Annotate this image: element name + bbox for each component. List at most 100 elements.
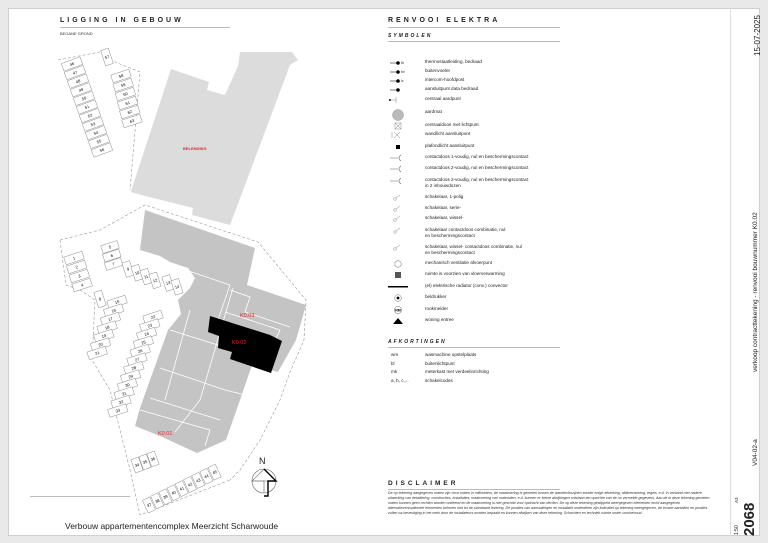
storage-unit: 8 <box>93 289 107 309</box>
storage-unit: 21 <box>86 346 108 360</box>
floor-plan: 4647484950515253545556585960616263571234… <box>57 47 307 516</box>
legend-label: contactdoos 2-voudig, nul en bescherming… <box>425 177 529 188</box>
divider <box>388 489 560 490</box>
abbreviation-label: buitenlichtpunt <box>425 360 455 366</box>
storage-unit: 6 <box>102 248 122 263</box>
abbreviation-label: schakelcodes <box>425 378 453 384</box>
storage-unit: 56 <box>90 142 114 158</box>
storage-number: 30 <box>125 382 132 388</box>
svg-text:RM: RM <box>395 308 401 312</box>
storage-number: 31 <box>121 390 128 396</box>
legend-label: schakelaar, wissel- contactdoos combinat… <box>425 244 522 255</box>
legend-label: schakelaar, wissel- <box>425 215 464 220</box>
storage-number: 41 <box>179 485 186 492</box>
storage-number: 37 <box>146 501 153 508</box>
neighbour-building <box>131 52 298 225</box>
svg-text:N: N <box>259 456 266 466</box>
storage-unit: 63 <box>121 114 143 128</box>
storage-unit: 36 <box>146 450 160 468</box>
floor-heating-icon <box>388 271 408 281</box>
paper-size: A3 <box>734 497 739 503</box>
storage-number: 21 <box>94 350 101 356</box>
legend-label: aardmat <box>425 109 442 114</box>
switch-series-icon <box>388 205 408 215</box>
bell-push-icon <box>388 294 408 304</box>
storage-number: 59 <box>120 82 127 88</box>
storage-number: 6 <box>110 253 114 259</box>
storage-number: 17 <box>108 316 115 322</box>
unit-k0-02-highlight <box>208 316 282 373</box>
legend-label: mechanisch ventilatie afvoerpunt <box>425 260 492 265</box>
storage-unit: 2 <box>66 260 88 274</box>
doorbell-button-icon: bv <box>388 68 408 78</box>
divider <box>388 347 560 348</box>
legend-label: beldrukker <box>425 294 447 299</box>
storage-number: 42 <box>187 481 194 488</box>
legend-title: RENVOOI ELEKTRA <box>388 17 501 24</box>
switch-twoway-icon <box>388 215 408 225</box>
legend-label: plafondlicht aansluitpunt <box>425 143 475 148</box>
sidebar-divider <box>730 8 731 536</box>
intercom-icon: ic <box>388 77 408 87</box>
storage-number: 19 <box>101 333 108 339</box>
ground-mat-icon <box>388 109 408 121</box>
storage-number: 18 <box>104 324 111 330</box>
storage-number: 26 <box>137 348 144 354</box>
storage-unit: 46 <box>60 56 84 72</box>
drawing-scale: 1:50 <box>734 525 740 535</box>
entrance-icon <box>388 317 408 327</box>
abbreviation-code: bl <box>391 360 395 366</box>
abbreviations-title: AFKORTINGEN <box>388 339 447 345</box>
storage-unit: 54 <box>84 125 108 141</box>
abbreviation-code: a, b, c,... <box>391 378 409 384</box>
floor-label: BEGANE GROND <box>60 31 93 36</box>
symbol-code: ic <box>401 79 404 83</box>
storage-unit: 44 <box>199 467 214 485</box>
storage-unit: 58 <box>110 69 132 83</box>
socket-double-split-icon <box>388 177 408 187</box>
storage-number: 25 <box>141 339 148 345</box>
storage-number: 52 <box>87 112 94 118</box>
switch-socket-combo-icon <box>388 227 408 237</box>
project-number: 2068 <box>741 502 758 536</box>
storage-unit: 49 <box>69 82 93 98</box>
storage-number: 54 <box>93 129 100 135</box>
legend-label: wandlicht aansluitpunt <box>425 131 471 136</box>
storage-number: 7 <box>112 261 116 267</box>
junction-box-light-icon <box>388 122 408 132</box>
storage-number: 8 <box>98 296 102 302</box>
storage-unit: 59 <box>112 78 134 92</box>
symbol-code: bv <box>401 70 405 74</box>
storage-number: 11 <box>143 273 149 279</box>
storage-number: 46 <box>69 61 76 67</box>
abbreviation-label: meterkast met verdeelinrichting <box>425 369 489 375</box>
storage-unit: 55 <box>87 133 111 149</box>
storage-unit: 14 <box>170 278 184 296</box>
storage-number: 32 <box>118 399 125 405</box>
legend-label: thermostaatleiding, bedraad <box>425 59 482 64</box>
storage-unit: 61 <box>117 96 139 110</box>
storage-number: 2 <box>75 264 79 270</box>
storage-number: 58 <box>118 73 125 79</box>
storage-number: 62 <box>127 109 134 115</box>
unit-label-k0-02: K0.02 <box>232 340 246 346</box>
belending-label: BELENDING <box>183 146 207 151</box>
storage-unit: 51 <box>75 99 99 115</box>
storage-number: 60 <box>123 91 130 97</box>
storage-number: 23 <box>147 322 154 328</box>
socket-single-icon <box>388 154 408 164</box>
disclaimer-title: DISCLAIMER <box>388 480 459 487</box>
storage-number: 22 <box>150 314 157 320</box>
legend-label: schakelaar contactdoos combinatie, nul e… <box>425 227 506 238</box>
symbol-code: th <box>401 61 404 65</box>
ceiling-light-icon <box>388 143 408 153</box>
storage-unit: 35 <box>138 453 152 471</box>
legend-label: schakelaar, serie- <box>425 205 462 210</box>
storage-unit: 4 <box>71 278 93 292</box>
wall-light-icon <box>388 131 408 141</box>
storage-number: 36 <box>150 456 157 462</box>
storage-number: 10 <box>134 269 141 275</box>
drawing-description: verkoop contracttekening - renvooi bouwn… <box>752 212 759 372</box>
legend-label: contactdoos 2-voudig, nul en bescherming… <box>425 165 529 170</box>
storage-number: 9 <box>126 266 130 272</box>
